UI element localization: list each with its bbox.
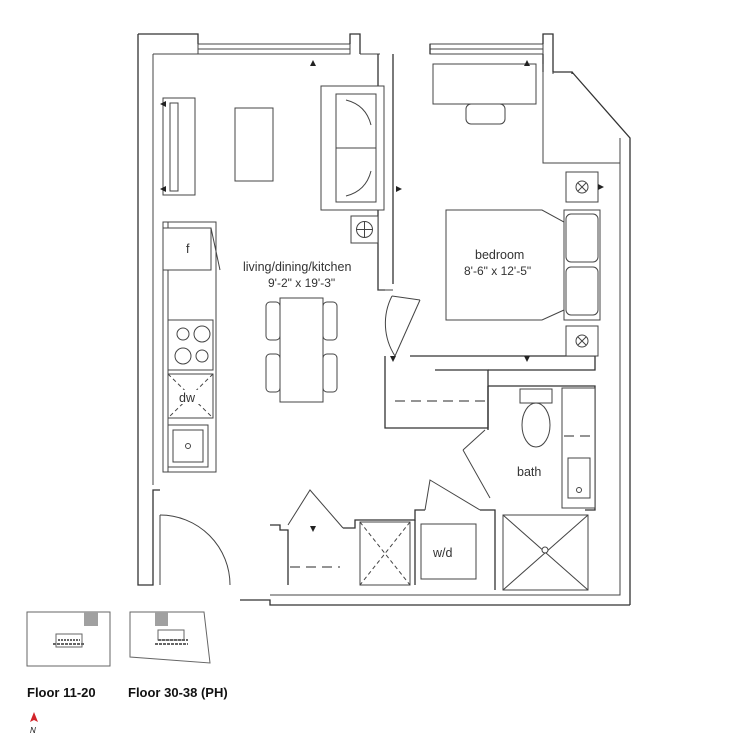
key-plan-floor-30-38 [129, 611, 211, 664]
stove [167, 319, 214, 371]
bedroom-name: bedroom [475, 248, 524, 262]
dishwasher-label: dw [179, 391, 196, 405]
bath-name: bath [517, 465, 541, 479]
coffee-table [234, 107, 274, 182]
bedroom-dims: 8'-6" x 12'-5" [464, 264, 531, 278]
washer-dryer [420, 523, 477, 580]
fridge-label: f [186, 242, 190, 256]
desk-chair [465, 103, 506, 125]
mechanical-closet [359, 521, 411, 586]
washer-dryer-label: w/d [432, 546, 453, 560]
north-arrow-icon: N [30, 712, 38, 735]
toilet-bowl [521, 402, 551, 448]
fridge [162, 227, 212, 271]
key-plan-label-floor-30-38: Floor 30-38 (PH) [128, 685, 228, 700]
kitchen-sink [167, 424, 209, 468]
media-console [162, 97, 196, 196]
kitchen-counter: f dw [162, 221, 221, 473]
doors [159, 295, 491, 586]
markers [160, 60, 604, 532]
toilet-tank [519, 388, 553, 404]
closets: w/d [290, 400, 485, 586]
key-plan-label-floor-11-20: Floor 11-20 [27, 685, 96, 700]
dining-chair [322, 301, 338, 341]
bedroom-furniture [432, 63, 601, 357]
dining-chair [265, 353, 281, 393]
dining-chair [265, 301, 281, 341]
bath-fixtures [502, 387, 596, 591]
key-plan-floor-11-20 [26, 611, 111, 667]
desk [432, 63, 537, 105]
room-labels: living/dining/kitchen 9'-2" x 19'-3" bed… [243, 248, 541, 479]
dining-table [279, 297, 324, 403]
living-room-dims: 9'-2" x 19'-3" [268, 276, 335, 290]
dining-chair [322, 353, 338, 393]
north-letter: N [30, 726, 36, 735]
living-room-name: living/dining/kitchen [243, 260, 351, 274]
exterior-walls [137, 33, 631, 606]
living-furniture [162, 85, 385, 403]
